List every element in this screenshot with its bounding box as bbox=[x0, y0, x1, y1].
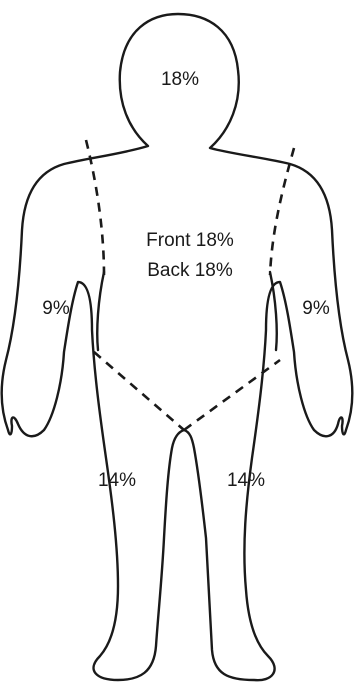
left-arm-percentage-label: 9% bbox=[42, 298, 70, 319]
trunk-back-percentage-label: Back 18% bbox=[147, 260, 233, 281]
right-groin-divider bbox=[184, 360, 280, 430]
right-shoulder-divider bbox=[270, 148, 294, 275]
left-groin-divider bbox=[94, 352, 184, 430]
body-outline bbox=[2, 14, 353, 680]
left-leg-percentage-label: 14% bbox=[98, 470, 136, 491]
head-percentage-label: 18% bbox=[161, 69, 199, 90]
left-shoulder-divider bbox=[86, 140, 104, 275]
trunk-front-percentage-label: Front 18% bbox=[146, 230, 234, 251]
right-leg-percentage-label: 14% bbox=[227, 470, 265, 491]
right-arm-percentage-label: 9% bbox=[302, 298, 330, 319]
left-armpit-line bbox=[97, 272, 104, 350]
